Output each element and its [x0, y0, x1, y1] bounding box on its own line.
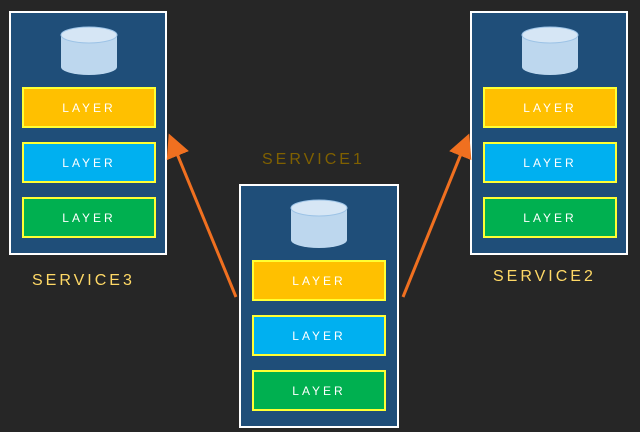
layer-middle: LAYER: [252, 315, 386, 356]
layer-top: LAYER: [22, 87, 156, 128]
service3-panel: LAYER LAYER LAYER: [9, 11, 167, 255]
layer-bottom: LAYER: [22, 197, 156, 238]
database-icon: [60, 26, 118, 75]
layer-bottom: LAYER: [483, 197, 617, 238]
layer-bottom: LAYER: [252, 370, 386, 411]
service2-label: SERVICE2: [493, 268, 596, 285]
arrow-service1-to-service2: [401, 133, 472, 298]
layer-middle: LAYER: [483, 142, 617, 183]
service2-panel: LAYER LAYER LAYER: [470, 11, 628, 255]
layer-top: LAYER: [483, 87, 617, 128]
layer-middle: LAYER: [22, 142, 156, 183]
database-icon: [290, 199, 348, 248]
service1-panel: LAYER LAYER LAYER: [239, 184, 399, 428]
database-icon: [521, 26, 579, 75]
service3-label: SERVICE3: [32, 272, 135, 289]
arrow-service1-to-service3: [166, 133, 238, 298]
layer-top: LAYER: [252, 260, 386, 301]
service1-label: SERVICE1: [262, 151, 365, 168]
